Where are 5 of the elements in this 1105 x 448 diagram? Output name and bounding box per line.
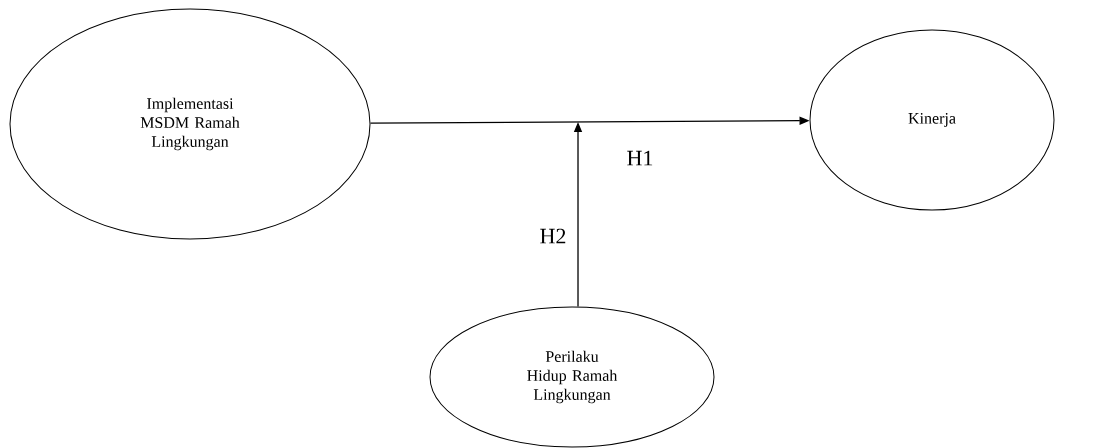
ellipse-node: Kinerja (809, 29, 1055, 211)
edge-label: H2 (540, 228, 566, 244)
edge-label: H1 (627, 150, 653, 166)
ellipse-node: Implementasi MSDM Ramah Lingkungan (9, 8, 371, 240)
ellipse-node: Perilaku Hidup Ramah Lingkungan (429, 306, 715, 448)
